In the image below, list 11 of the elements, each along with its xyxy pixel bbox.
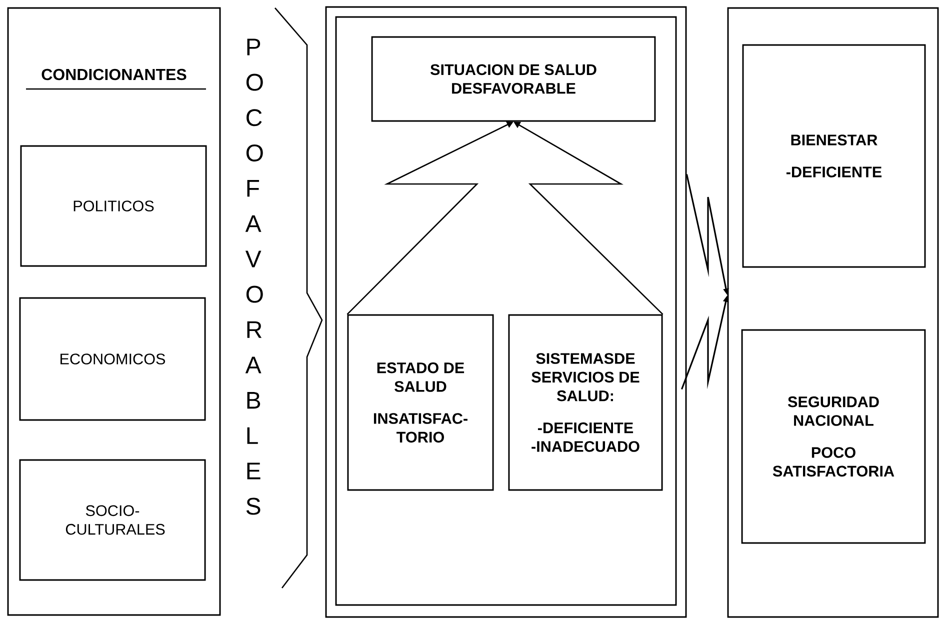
text-box: SOCIO- CULTURALES <box>19 459 206 581</box>
text-box: POLITICOS <box>20 145 207 267</box>
text-box: SITUACION DE SALUD DESFAVORABLE <box>371 36 656 122</box>
text-box: ECONOMICOS <box>19 297 206 421</box>
panel <box>727 7 939 618</box>
text-box: BIENESTAR -DEFICIENTE <box>742 44 926 268</box>
bracket-label: POCO FAVORABLES <box>245 8 323 588</box>
text-box: ESTADO DE SALUD INSATISFAC- TORIO <box>347 314 494 491</box>
text-box: SEGURIDAD NACIONAL POCO SATISFACTORIA <box>741 329 926 544</box>
text-box: SISTEMASDE SERVICIOS DE SALUD: -DEFICIENTE -INADECUADO <box>508 314 663 491</box>
panel <box>325 6 687 618</box>
